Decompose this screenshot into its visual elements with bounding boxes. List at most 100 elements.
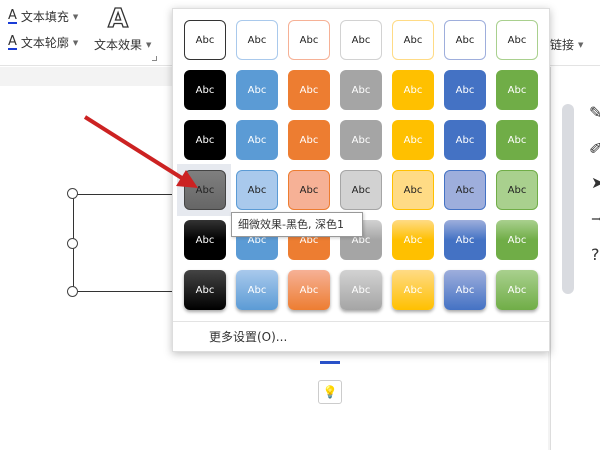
swatch-label: Abc [299, 184, 319, 196]
caret-down-icon: ▼ [578, 40, 584, 49]
swatch-label: Abc [403, 134, 423, 146]
style-swatch-fill-3[interactable]: Abc [340, 70, 382, 110]
swatch-label: Abc [403, 34, 423, 46]
style-swatch-outline-1[interactable]: Abc [236, 20, 278, 60]
text-outline-label: 文本轮廓 [20, 36, 69, 50]
swatch-label: Abc [299, 234, 319, 246]
caret-down-icon: ▼ [72, 38, 79, 47]
style-swatch-outline-5[interactable]: Abc [444, 20, 486, 60]
arrow-shaft [83, 115, 187, 182]
text-fill-icon: A [8, 8, 17, 24]
resize-handle[interactable] [67, 286, 78, 297]
swatch-label: Abc [455, 184, 475, 196]
right-sidebar: ✎ ✐ ➤ ⊸ ? [550, 67, 600, 450]
text-outline-icon: A [8, 34, 17, 50]
swatch-label: Abc [507, 84, 527, 96]
style-swatch-colored-fill-5[interactable]: Abc [444, 120, 486, 160]
swatch-label: Abc [195, 34, 215, 46]
caret-down-icon: ▼ [72, 12, 79, 21]
swatch-label: Abc [351, 34, 371, 46]
style-swatch-subtle-3[interactable]: Abc [340, 170, 382, 210]
caret-down-icon: ▼ [146, 40, 152, 49]
style-swatch-intense-4[interactable]: Abc [392, 270, 434, 310]
style-swatch-intense-3[interactable]: Abc [340, 270, 382, 310]
link-label: 链接 [550, 38, 575, 52]
style-swatch-fill-1[interactable]: Abc [236, 70, 278, 110]
text-effect-button[interactable]: 文本效果▼ [94, 36, 151, 53]
swatch-label: Abc [247, 284, 267, 296]
style-swatch-colored-fill-4[interactable]: Abc [392, 120, 434, 160]
resize-handle[interactable] [67, 238, 78, 249]
shape-mini-button[interactable] [320, 352, 340, 364]
style-swatch-subtle-4[interactable]: Abc [392, 170, 434, 210]
style-swatch-subtle-0[interactable]: Abc [184, 170, 226, 210]
style-swatch-fill-4[interactable]: Abc [392, 70, 434, 110]
swatch-label: Abc [195, 234, 215, 246]
swatch-label: Abc [351, 134, 371, 146]
style-swatch-outline-4[interactable]: Abc [392, 20, 434, 60]
settings-slider-icon[interactable]: ⊸ [591, 209, 600, 228]
swatch-label: Abc [195, 184, 215, 196]
swatch-label: Abc [507, 284, 527, 296]
resize-handle[interactable] [67, 188, 78, 199]
style-swatch-moderate-6[interactable]: Abc [496, 220, 538, 260]
swatch-label: Abc [403, 234, 423, 246]
text-outline-button[interactable]: A 文本轮廓▼ [8, 34, 78, 51]
swatch-label: Abc [195, 284, 215, 296]
style-swatch-colored-fill-3[interactable]: Abc [340, 120, 382, 160]
swatch-label: Abc [299, 284, 319, 296]
style-swatch-moderate-4[interactable]: Abc [392, 220, 434, 260]
arrow-head [176, 170, 198, 188]
swatch-label: Abc [247, 184, 267, 196]
style-swatch-fill-0[interactable]: Abc [184, 70, 226, 110]
style-swatch-fill-2[interactable]: Abc [288, 70, 330, 110]
help-icon[interactable]: ? [591, 245, 600, 264]
swatch-label: Abc [403, 84, 423, 96]
swatch-label: Abc [455, 84, 475, 96]
style-swatch-subtle-2[interactable]: Abc [288, 170, 330, 210]
style-swatch-subtle-1[interactable]: Abc [236, 170, 278, 210]
swatch-label: Abc [247, 84, 267, 96]
swatch-label: Abc [195, 134, 215, 146]
swatch-label: Abc [403, 284, 423, 296]
style-swatch-colored-fill-1[interactable]: Abc [236, 120, 278, 160]
text-effect-icon: A [107, 3, 129, 34]
style-swatch-outline-0[interactable]: Abc [184, 20, 226, 60]
style-swatch-colored-fill-6[interactable]: Abc [496, 120, 538, 160]
style-swatch-intense-6[interactable]: Abc [496, 270, 538, 310]
pen-icon[interactable]: ✐ [589, 139, 600, 158]
style-swatch-colored-fill-2[interactable]: Abc [288, 120, 330, 160]
lightbulb-icon[interactable]: 💡 [318, 380, 342, 404]
cursor-icon[interactable]: ➤ [591, 173, 600, 192]
style-swatch-subtle-5[interactable]: Abc [444, 170, 486, 210]
text-effect-label: 文本效果 [94, 38, 143, 52]
swatch-label: Abc [507, 184, 527, 196]
link-button[interactable]: 链接▼ [550, 36, 583, 53]
more-settings-item[interactable]: 更多设置(O)... [173, 321, 549, 351]
style-swatch-outline-3[interactable]: Abc [340, 20, 382, 60]
dialog-launcher-icon[interactable] [152, 56, 157, 61]
style-swatch-intense-0[interactable]: Abc [184, 270, 226, 310]
swatch-label: Abc [195, 84, 215, 96]
vertical-scrollbar[interactable] [562, 104, 574, 294]
style-swatch-fill-6[interactable]: Abc [496, 70, 538, 110]
swatch-label: Abc [351, 184, 371, 196]
style-swatch-colored-fill-0[interactable]: Abc [184, 120, 226, 160]
style-swatch-moderate-0[interactable]: Abc [184, 220, 226, 260]
style-swatch-intense-5[interactable]: Abc [444, 270, 486, 310]
swatch-label: Abc [247, 34, 267, 46]
text-fill-button[interactable]: A 文本填充▼ [8, 8, 78, 25]
style-swatch-moderate-5[interactable]: Abc [444, 220, 486, 260]
style-swatch-subtle-6[interactable]: Abc [496, 170, 538, 210]
swatch-label: Abc [455, 234, 475, 246]
swatch-label: Abc [507, 34, 527, 46]
style-swatch-intense-2[interactable]: Abc [288, 270, 330, 310]
style-swatch-intense-1[interactable]: Abc [236, 270, 278, 310]
swatch-label: Abc [351, 234, 371, 246]
style-swatch-fill-5[interactable]: Abc [444, 70, 486, 110]
swatch-label: Abc [299, 34, 319, 46]
style-swatch-outline-2[interactable]: Abc [288, 20, 330, 60]
style-icon[interactable]: ✎ [589, 103, 600, 122]
swatch-label: Abc [507, 234, 527, 246]
style-swatch-outline-6[interactable]: Abc [496, 20, 538, 60]
